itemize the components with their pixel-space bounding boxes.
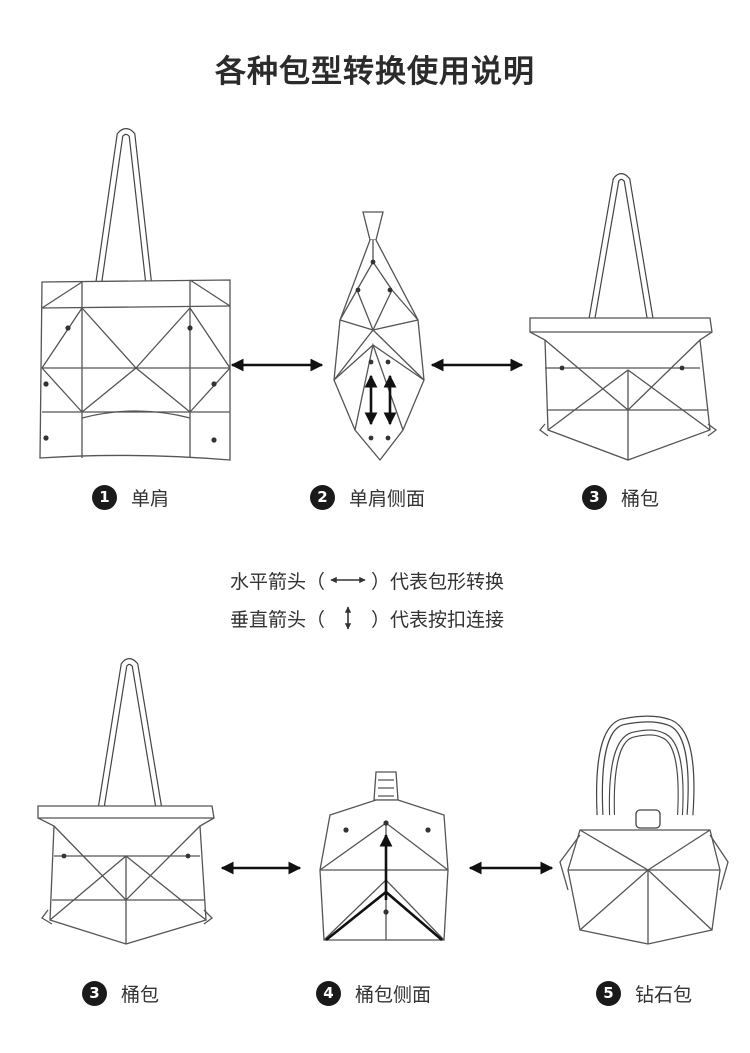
step-number-badge: 3	[82, 980, 107, 1006]
step-label: 单肩	[131, 487, 170, 510]
horizontal-arrow-icon	[325, 566, 371, 594]
step-caption: 3 桶包	[82, 978, 159, 1008]
step-caption: 5 钻石包	[596, 978, 692, 1008]
legend-vertical: 垂直箭头（ ）代表按扣连接	[230, 604, 504, 632]
vertical-arrow-icon	[325, 604, 371, 632]
step-number-badge: 5	[596, 980, 621, 1006]
step-caption: 4 桶包侧面	[316, 978, 431, 1008]
shoulder-bag-illustration	[39, 128, 231, 461]
legend-horizontal: 水平箭头（ ）代表包形转换	[230, 566, 504, 594]
step-caption: 3 桶包	[582, 482, 659, 512]
step-label: 桶包侧面	[355, 983, 432, 1006]
step-caption: 2 单肩侧面	[310, 482, 425, 512]
step-number-badge: 1	[92, 484, 117, 510]
legend-text-before: 水平箭头（	[230, 570, 326, 593]
step-label: 桶包	[621, 487, 660, 510]
transform-arrows	[220, 358, 554, 875]
step-label: 桶包	[121, 983, 160, 1006]
bucket-bag-illustration-top	[529, 173, 718, 461]
step-label: 单肩侧面	[349, 487, 426, 510]
legend-text-after: ）代表包形转换	[371, 570, 505, 593]
page-title: 各种包型转换使用说明	[215, 54, 535, 90]
step-number-badge: 3	[582, 484, 607, 510]
bucket-side-view-illustration	[319, 771, 449, 942]
side-view-illustration	[333, 211, 425, 462]
step-label: 钻石包	[635, 983, 693, 1006]
legend-text-after: ）代表按扣连接	[371, 608, 505, 631]
diamond-bag-illustration	[559, 715, 729, 945]
step-number-badge: 2	[310, 484, 335, 510]
step-number-badge: 4	[316, 980, 341, 1006]
bucket-bag-illustration-bottom	[37, 658, 215, 945]
step-caption: 1 单肩	[92, 482, 169, 512]
legend-text-before: 垂直箭头（	[230, 608, 326, 631]
